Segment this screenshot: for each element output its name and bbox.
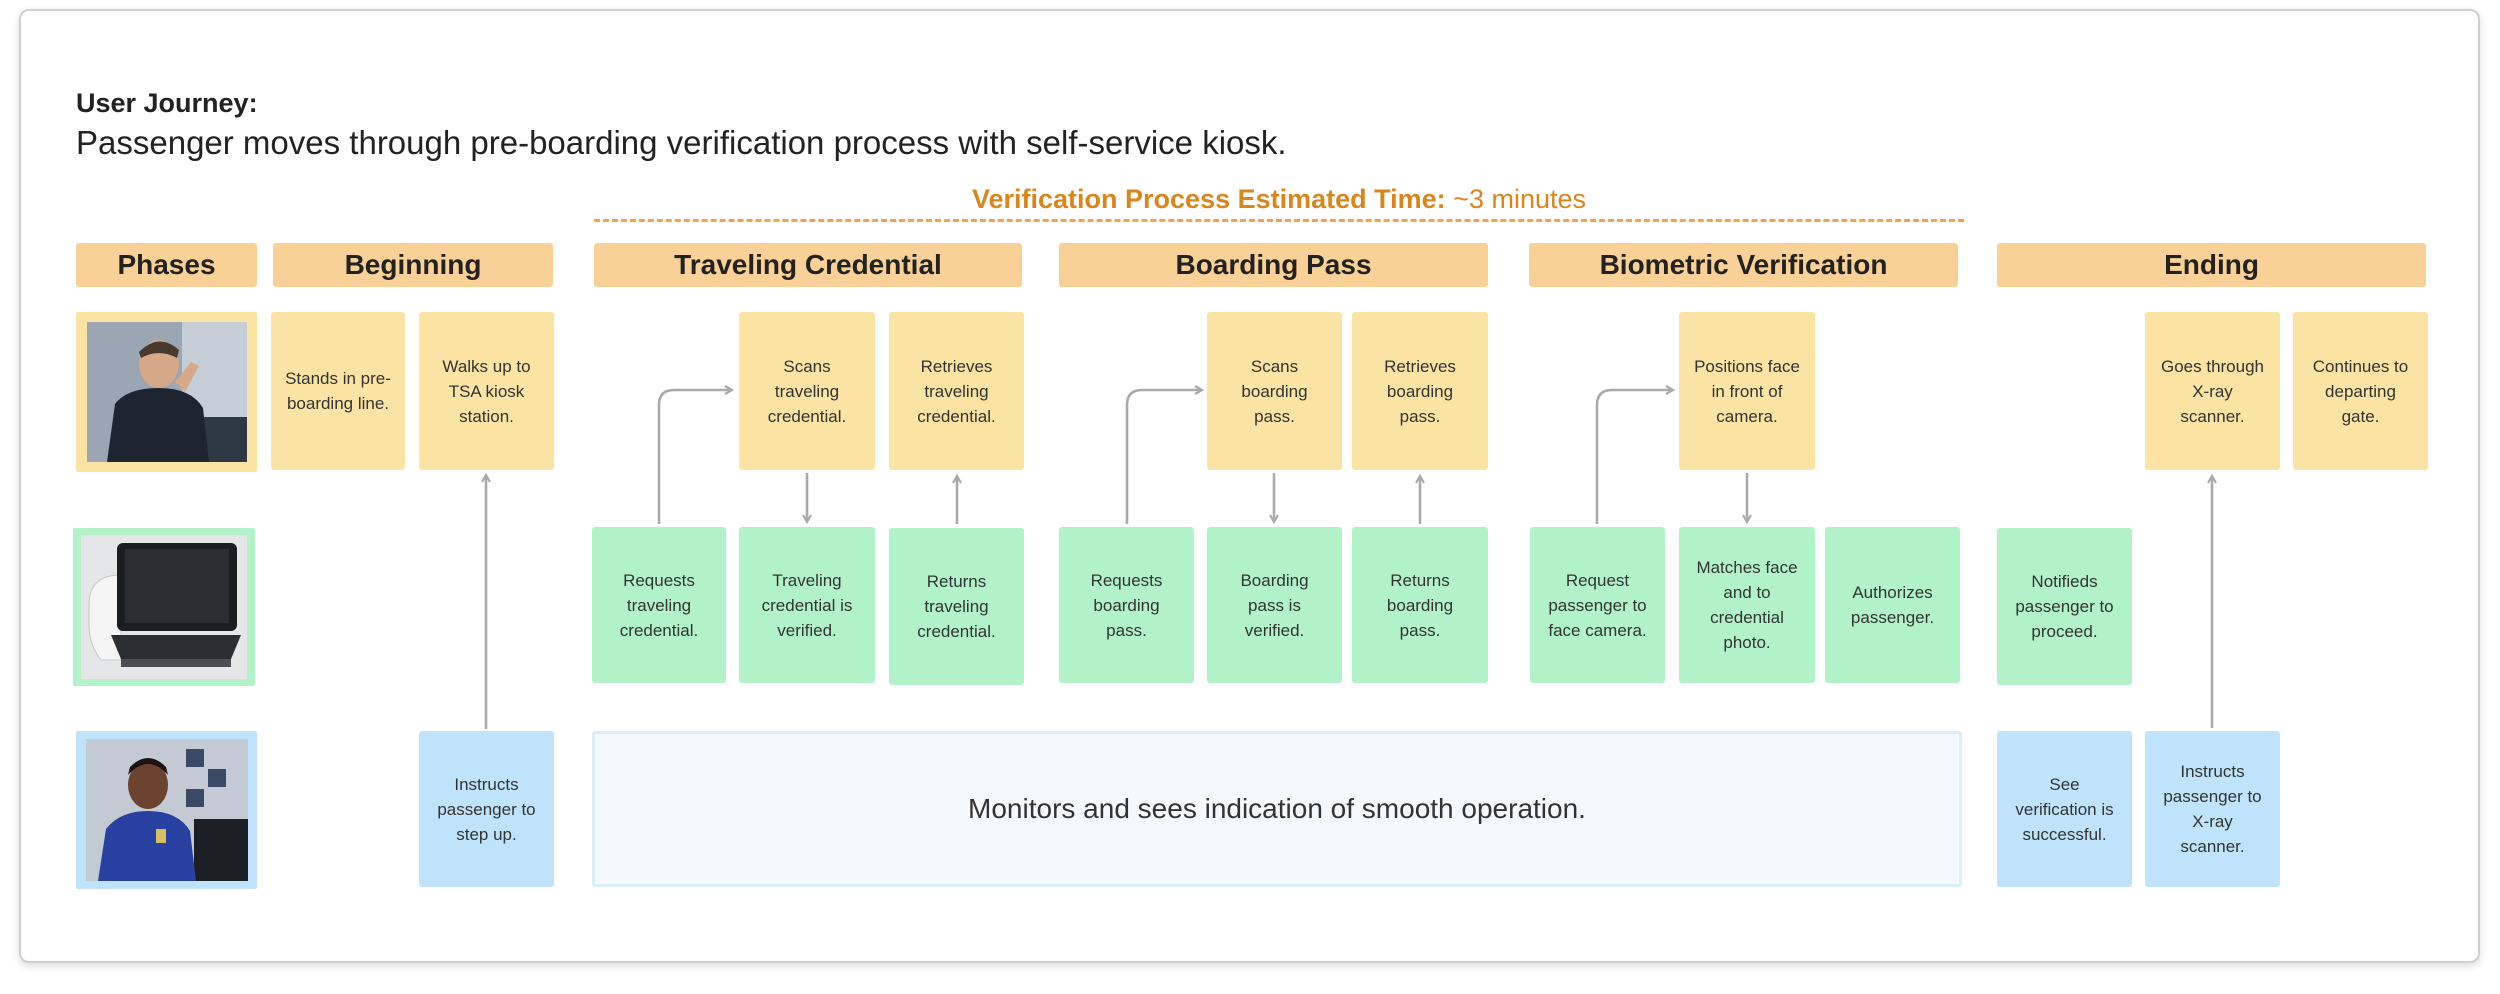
officer-step-monitors-operation: Monitors and sees indication of smooth o… [592,731,1962,887]
kiosk-step-returns-pass: Returns boarding pass. [1352,527,1488,683]
journey-description: Passenger moves through pre-boarding ver… [76,124,1287,161]
officer-step-instructs-xray: Instructs passenger to X-ray scanner. [2145,731,2280,887]
passenger-step-retrieves-credential: Retrieves traveling credential. [889,312,1024,470]
kiosk-device-icon [81,535,247,679]
phase-header-biometric-verification: Biometric Verification [1529,243,1958,287]
officer-step-sees-success: See verification is successful. [1997,731,2132,887]
officer-figure-icon [85,739,248,881]
passenger-step-positions-face: Positions face in front of camera. [1679,312,1815,470]
passenger-step-retrieves-pass: Retrieves boarding pass. [1352,312,1488,470]
passenger-step-scans-credential: Scans traveling credential. [739,312,875,470]
passenger-step-stands-in-line: Stands in pre-boarding line. [271,312,405,470]
kiosk-step-requests-credential: Requests traveling credential. [592,527,726,683]
kiosk-step-matches-face: Matches face and to credential photo. [1679,527,1815,683]
kiosk-step-request-face-camera: Request passenger to face camera. [1530,527,1665,683]
passenger-figure-icon [86,322,247,462]
phase-header-ending: Ending [1997,243,2426,287]
phase-header-boarding-pass: Boarding Pass [1059,243,1488,287]
officer-persona-photo [76,731,257,889]
estimated-time-label: Verification Process Estimated Time: [971,184,1446,214]
phase-header-beginning: Beginning [273,243,553,287]
estimated-time-value: ~3 minutes [1453,184,1587,214]
officer-step-instructs-step-up: Instructs passenger to step up. [419,731,554,887]
phase-header-phases: Phases [76,243,257,287]
kiosk-step-requests-pass: Requests boarding pass. [1059,527,1194,683]
journey-label: User Journey: [76,88,258,118]
kiosk-step-pass-verified: Boarding pass is verified. [1207,527,1342,683]
passenger-persona-photo [76,312,257,472]
passenger-step-walks-to-kiosk: Walks up to TSA kiosk station. [419,312,554,470]
kiosk-persona-photo [73,528,255,686]
passenger-step-continues-to-gate: Continues to departing gate. [2293,312,2428,470]
passenger-step-scans-pass: Scans boarding pass. [1207,312,1342,470]
estimate-span-dashed-line [594,219,1964,222]
phase-header-traveling-credential: Traveling Credential [594,243,1022,287]
kiosk-step-credential-verified: Traveling credential is verified. [739,527,875,683]
kiosk-step-returns-credential: Returns traveling credential. [889,528,1024,685]
estimated-time: Verification Process Estimated Time: ~3 … [594,184,1964,215]
kiosk-step-notifies-passenger: Notifieds passenger to proceed. [1997,528,2132,685]
passenger-step-xray-scanner: Goes through X-ray scanner. [2145,312,2280,470]
kiosk-step-authorizes-passenger: Authorizes passenger. [1825,527,1960,683]
